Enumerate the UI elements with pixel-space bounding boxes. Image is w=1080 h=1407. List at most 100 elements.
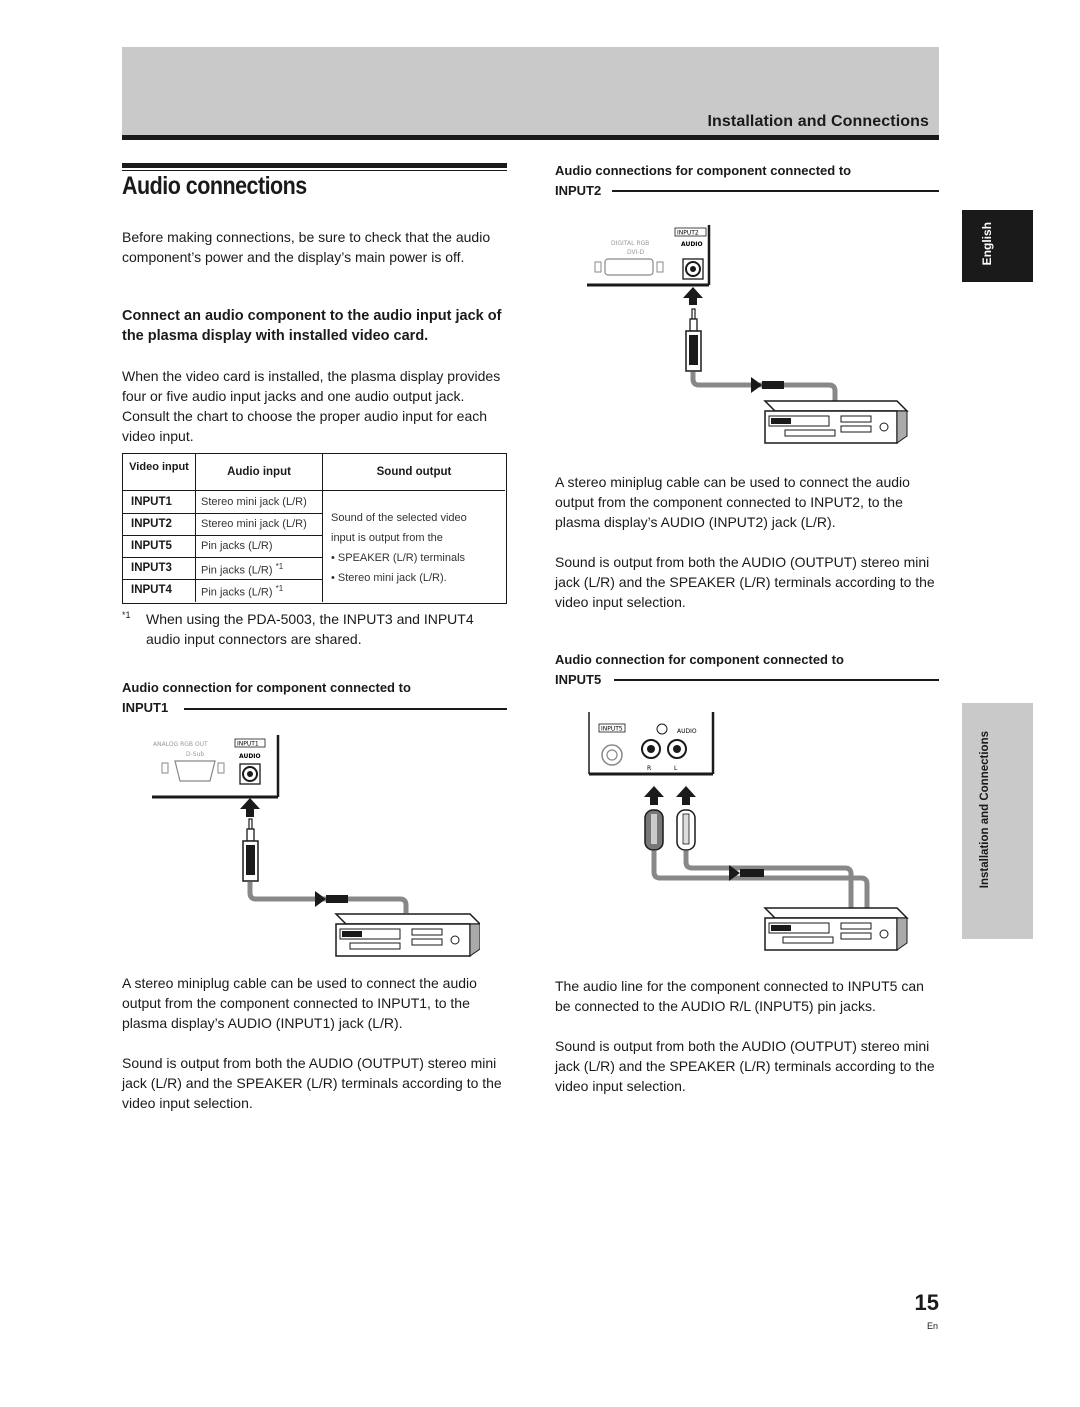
video-jack-icon [606,749,618,761]
up-arrow-icon [676,786,696,805]
table-row-rule [123,557,322,558]
component-display-icon [342,931,362,937]
input-badge [674,227,707,237]
cable-icon [683,851,854,908]
panel-label: AUDIO [239,753,261,760]
table-row-video: INPUT2 [131,518,172,530]
input2-heading-rule [612,190,939,192]
section-title: Installation and Connections [707,113,929,130]
page-lang-code: En [926,1321,938,1331]
table-row-rule [123,513,322,514]
panel-label: AUDIO [681,241,703,248]
panel-label: ANALOG RGB OUT [153,741,208,748]
component-buttons-icon [840,425,872,433]
table-header-rule [123,490,505,491]
component-buttons-icon [840,932,872,940]
sound-output-line: Sound of the selected video [331,512,467,524]
component-knob-icon [879,422,889,432]
input-badge [234,738,266,748]
table-row-audio: Stereo mini jack (L/R) [201,496,307,508]
input1-heading: Audio connection for component connected… [122,680,411,695]
input1-heading-label: INPUT1 [122,700,169,715]
audio-component-icon [763,907,909,919]
input2-heading: Audio connections for component connecte… [555,163,852,178]
input-badge [598,723,626,733]
input1-connection-diagram: ANALOG RGB OUT D-Sub INPUT1 AUDIO [152,735,480,957]
input1-heading-rule [184,708,507,710]
table-row-video: INPUT4 [131,584,172,596]
footnote-mark: *1 [122,610,131,620]
left-arrow-icon [315,891,326,907]
left-arrow-icon [326,895,348,903]
input5-heading-rule [614,679,939,681]
audio-component-icon [896,917,908,951]
screw-icon [656,261,664,273]
left-arrow-icon [740,869,764,877]
panel-label: DIGITAL RGB [611,240,649,247]
table-row-audio: Stereo mini jack (L/R) [201,518,307,530]
table-cell-text: Pin jacks (L/R) [201,564,273,577]
table-row-video: INPUT1 [131,496,172,508]
table-divider [195,454,196,602]
footnote-text: When using the PDA-5003, the INPUT3 and … [146,611,474,647]
rca-plug-icon [651,814,657,844]
miniplug-tip-icon [691,308,696,320]
rca-jack-icon [673,745,681,753]
component-knob-icon [450,935,460,945]
input5-para1: The audio line for the component connect… [555,978,924,1014]
component-buttons-icon [349,942,401,950]
input1-para2: Sound is output from both the AUDIO (OUT… [122,1055,502,1111]
screw-icon [594,261,602,273]
side-tab-english: English [962,210,1033,282]
miniplug-tip-icon [248,818,253,830]
up-arrow-icon [683,287,703,305]
page-number: 15 [914,1290,939,1315]
input1-para1: A stereo miniplug cable can be used to c… [122,975,477,1031]
connection-table: Video input Audio input Sound output INP… [122,453,507,604]
audio-component-icon [469,923,480,957]
sound-output-note: Sound of the selected video input is out… [331,508,467,588]
component-buttons-icon [840,415,872,423]
panel-label: INPUT5 [601,726,623,733]
ground-icon [656,723,668,735]
audio-jack-icon [690,266,696,272]
component-display-icon [771,925,791,931]
dsub-port-icon [174,760,216,782]
panel-label: D-Sub [186,751,204,758]
up-arrow-icon [240,798,260,817]
component-buttons-icon [840,922,872,930]
input5-heading: Audio connection for component connected… [555,652,844,667]
page-title: Audio connections [122,172,307,200]
sound-output-line: input is output from the [331,532,443,544]
sound-output-line: • SPEAKER (L/R) terminals [331,552,466,564]
side-tab-english-label: English [980,222,994,266]
header-rule [122,135,939,140]
table-divider [322,454,323,602]
audio-component-icon [896,410,908,444]
footnote-mark: *1 [275,562,284,571]
miniplug-body-icon [689,335,698,365]
side-tab-chapter-label: Installation and Connections [979,731,991,889]
input5-para2: Sound is output from both the AUDIO (OUT… [555,1038,935,1094]
cable-icon [651,851,870,908]
panel-label: L [674,765,678,772]
audio-jack-icon [247,771,253,777]
connect-heading: Connect an audio component to the audio … [122,308,502,344]
video-jack-icon [601,744,623,766]
panel-label: DVI-D [627,249,645,256]
panel-label: INPUT2 [677,230,699,237]
panel-label: INPUT1 [237,741,259,748]
intro-text: Before making connections, be sure to ch… [122,229,491,265]
title-rule [122,163,507,168]
audio-component-icon [763,400,909,412]
sound-output-line: • Stereo mini jack (L/R). [331,572,447,584]
header-band [122,47,939,135]
title-rule-thin [122,170,507,171]
input2-heading-label: INPUT2 [555,183,602,198]
table-row-rule [123,579,322,580]
left-arrow-icon [751,377,762,393]
table-row-video: INPUT3 [131,562,172,574]
table-header-sound: Sound output [376,466,452,478]
component-buttons-icon [784,429,836,437]
connect-body: When the video card is installed, the pl… [122,368,501,444]
